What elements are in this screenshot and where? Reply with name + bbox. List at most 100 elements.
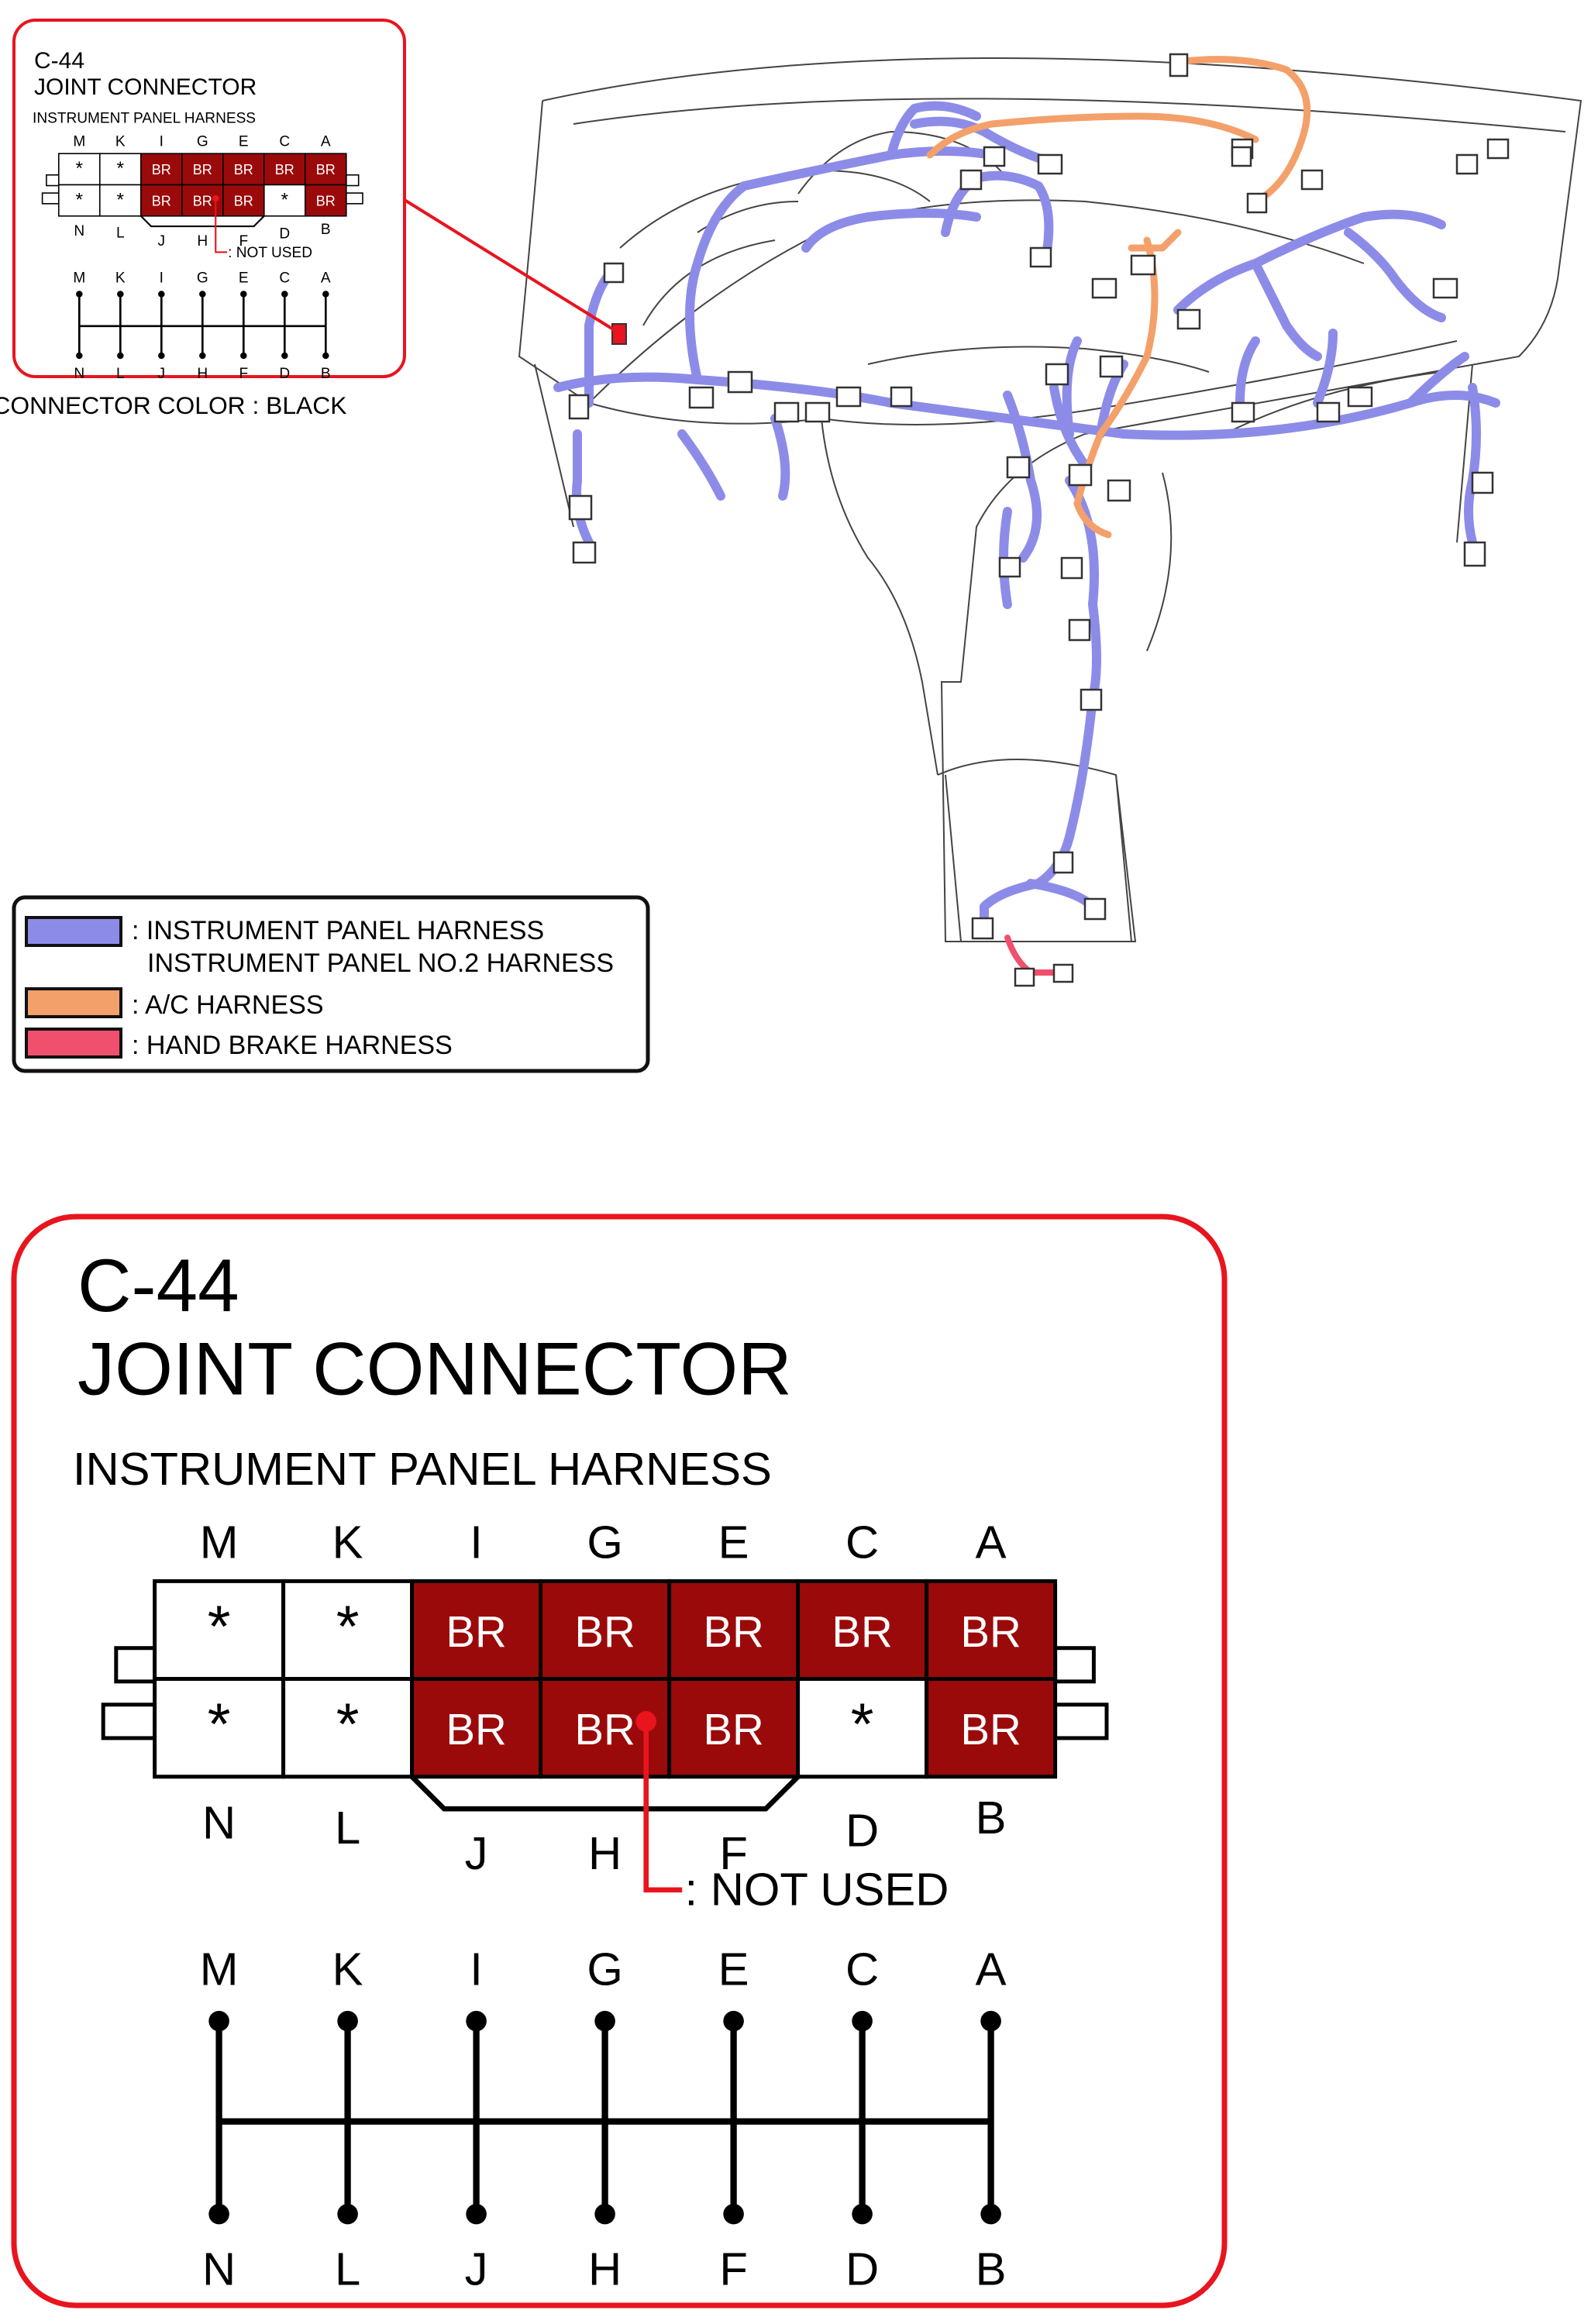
legend-swatch	[25, 1028, 122, 1059]
pin-wire-color: BR	[275, 162, 294, 177]
connector-name-small: JOINT CONNECTOR	[34, 74, 257, 100]
pin-label-bottom: L	[335, 1802, 360, 1854]
pin-label-top: K	[115, 134, 126, 150]
harness-legend	[12, 895, 650, 1073]
connector-code: C-44	[77, 1245, 239, 1327]
junction-label-bottom: J	[158, 366, 166, 382]
legend-swatch	[25, 916, 122, 947]
junction-dot	[337, 2010, 358, 2032]
junction-label-top: K	[332, 1944, 363, 1995]
pin-unused-marker: *	[336, 1692, 360, 1758]
junction-dot	[76, 291, 83, 298]
pin-wire-color: BR	[316, 194, 336, 209]
pin-unused-marker: *	[208, 1692, 231, 1758]
junction-dot	[117, 291, 124, 298]
pin-unused-marker: *	[117, 158, 125, 179]
junction-label-top: I	[160, 270, 164, 287]
junction-dot	[723, 2203, 744, 2225]
callout-pointer-line	[403, 198, 618, 333]
pin-unused-marker: *	[76, 158, 84, 179]
junction-label-top: M	[73, 270, 85, 287]
pin-label-top: E	[718, 1517, 749, 1568]
pin-label-top: M	[200, 1517, 239, 1568]
pin-wire-color: BR	[960, 1607, 1021, 1656]
pin-wire-color: BR	[703, 1705, 763, 1754]
legend-swatch	[25, 987, 122, 1018]
junction-dot	[594, 2203, 615, 2225]
junction-label-top: G	[197, 270, 208, 287]
junction-dot	[158, 352, 165, 360]
junction-dot	[199, 352, 206, 360]
junction-dot	[852, 2010, 873, 2032]
pin-cell	[539, 1579, 672, 1682]
pin-wire-color: BR	[193, 194, 212, 209]
pin-wire-color: BR	[703, 1607, 763, 1656]
pin-cell	[925, 1579, 1058, 1682]
pin-label-bottom: H	[197, 233, 208, 250]
junction-label-bottom: D	[845, 2243, 879, 2295]
junction-dot	[723, 2010, 744, 2032]
pin-cell	[281, 1677, 415, 1779]
pin-cell	[222, 184, 265, 217]
pin-label-top: A	[321, 134, 331, 150]
junction-dot	[466, 2010, 487, 2032]
junction-label-bottom: B	[976, 2243, 1007, 2295]
pin-cell	[153, 1677, 286, 1779]
pin-wire-color: BR	[234, 194, 253, 209]
instrument-panel-harness-wires	[553, 101, 1500, 927]
pin-unused-marker: *	[76, 190, 84, 211]
junction-dot	[208, 2203, 229, 2225]
ac-harness-wires	[926, 56, 1311, 539]
pin-cell	[263, 153, 306, 186]
pin-label-bottom: H	[588, 1827, 622, 1879]
pin-wire-color: BR	[446, 1607, 506, 1656]
legend-label: INSTRUMENT PANEL NO.2 HARNESS	[147, 949, 614, 978]
pin-label-top: I	[160, 134, 164, 150]
junction-dot	[322, 352, 329, 360]
junction-label-bottom: L	[335, 2243, 360, 2295]
junction-label-top: K	[115, 270, 126, 287]
pin-label-top: E	[239, 134, 249, 150]
pin-label-bottom: N	[74, 223, 84, 239]
pin-label-top: K	[332, 1517, 363, 1568]
pin-label-top: G	[197, 134, 208, 150]
pin-wire-color: BR	[152, 194, 171, 209]
pin-label-bottom: J	[158, 233, 166, 250]
junction-label-top: I	[470, 1944, 483, 1995]
junction-dot	[466, 2203, 487, 2225]
c44-location-marker	[611, 323, 627, 345]
junction-dot	[240, 352, 247, 360]
connector-name: JOINT CONNECTOR	[77, 1328, 792, 1411]
legend-label: : HAND BRAKE HARNESS	[132, 1031, 453, 1060]
pin-wire-color: BR	[960, 1705, 1021, 1754]
pin-label-bottom: D	[279, 226, 290, 242]
pin-cell	[281, 1579, 415, 1682]
junction-dot	[281, 291, 288, 298]
pin-cell	[796, 1579, 929, 1682]
junction-dot	[337, 2203, 358, 2225]
harness-connector-blocks	[568, 53, 1510, 987]
pin-wire-color: BR	[446, 1705, 506, 1754]
pin-wire-color: BR	[234, 162, 253, 177]
connector-code-small: C-44	[34, 48, 84, 74]
junction-dot	[322, 291, 329, 298]
junction-label-bottom: F	[719, 2243, 748, 2295]
pin-label-top: I	[470, 1517, 483, 1568]
junction-dot	[76, 352, 83, 360]
junction-label-top: G	[587, 1944, 622, 1995]
junction-label-bottom: B	[321, 366, 331, 382]
not-used-label: : NOT USED	[685, 1864, 949, 1916]
junction-label-top: C	[279, 270, 290, 287]
not-used-label: : NOT USED	[228, 245, 312, 261]
legend-label: : INSTRUMENT PANEL HARNESS	[132, 916, 544, 945]
pin-unused-marker: *	[281, 190, 289, 211]
pin-cell	[58, 184, 101, 217]
pin-label-bottom: F	[719, 1827, 748, 1879]
pin-label-top: C	[279, 134, 290, 150]
junction-label-bottom: J	[465, 2243, 488, 2295]
junction-dot	[208, 2010, 229, 2032]
junction-label-bottom: L	[116, 366, 125, 382]
